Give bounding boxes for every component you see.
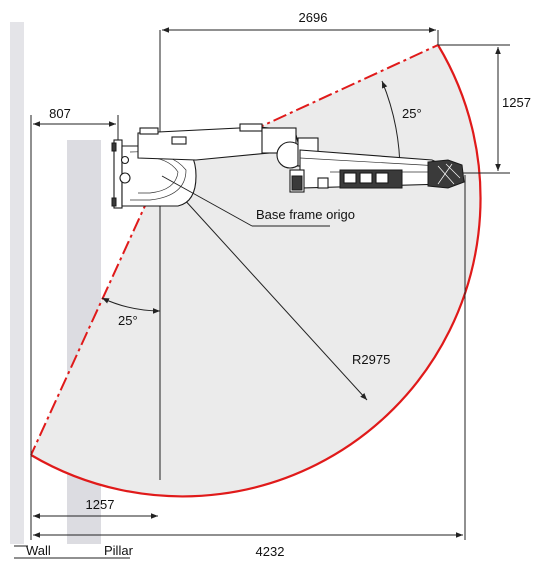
lower-limit-line xyxy=(30,172,161,456)
lower-angle-indicator: 25° xyxy=(101,297,161,328)
floor-labels: Wall Pillar xyxy=(14,543,134,559)
pillar-label: Pillar xyxy=(104,543,134,558)
dimension-1257-vertical-label: 1257 xyxy=(502,95,531,110)
wall-label: Wall xyxy=(26,543,51,558)
dimension-807: 807 xyxy=(30,106,119,540)
dimension-1257-horizontal: 1257 xyxy=(33,497,158,519)
reach-arc xyxy=(30,44,482,498)
dimension-1257-vertical: 1257 xyxy=(438,44,531,174)
origin-label: Base frame origo xyxy=(256,207,355,222)
dimension-2696: 2696 xyxy=(159,10,439,480)
dimension-1257-horizontal-label: 1257 xyxy=(86,497,115,512)
radius-label: R2975 xyxy=(352,352,390,367)
dimension-4232-label: 4232 xyxy=(256,544,285,559)
lower-angle-label: 25° xyxy=(118,313,138,328)
dimension-4232: 4232 xyxy=(33,175,466,559)
dimension-807-label: 807 xyxy=(49,106,71,121)
upper-angle-label: 25° xyxy=(402,106,422,121)
dimension-2696-label: 2696 xyxy=(299,10,328,25)
radius-indicator: R2975 xyxy=(161,174,390,401)
robot-arm xyxy=(111,123,465,209)
wall xyxy=(10,22,24,544)
origin-callout: Base frame origo xyxy=(161,175,355,227)
